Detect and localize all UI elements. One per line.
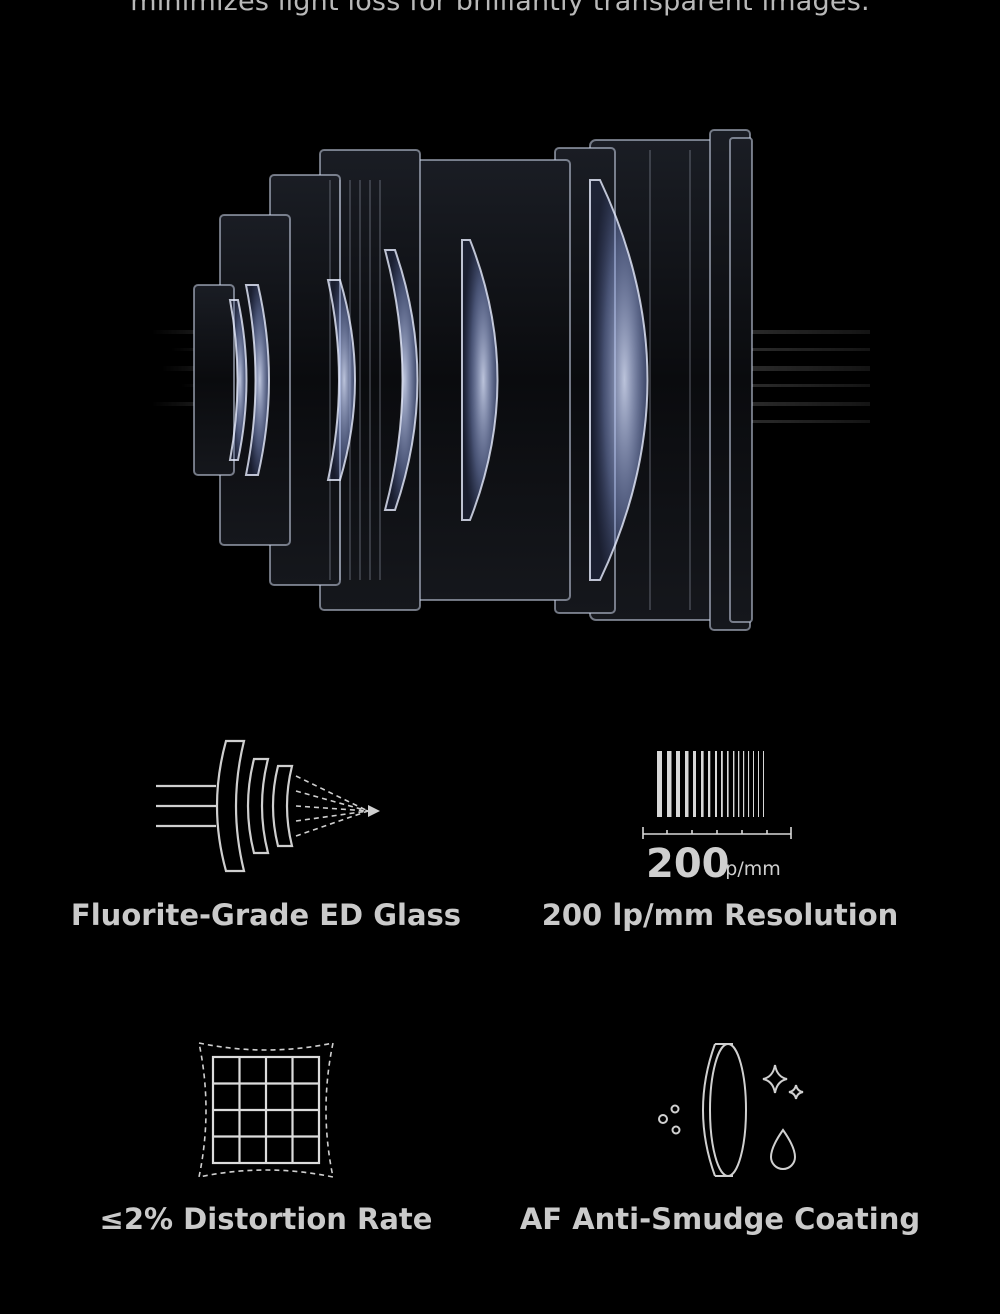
- resolution-unit: lp/mm: [720, 858, 781, 880]
- distortion-grid-icon: [46, 1030, 486, 1190]
- feature-label: AF Anti-Smudge Coating: [519, 1202, 921, 1236]
- glass-elements: [228, 179, 649, 581]
- feature-resolution: 200 lp/mm 200 lp/mm Resolution: [500, 726, 940, 932]
- feature-distortion: ≤2% Distortion Rate: [46, 1030, 486, 1236]
- feature-label: Fluorite-Grade ED Glass: [70, 898, 462, 932]
- feature-label: 200 lp/mm Resolution: [541, 898, 899, 932]
- resolution-chart-icon: 200 lp/mm: [500, 726, 940, 886]
- resolution-value: 200: [646, 841, 730, 881]
- coated-lens-icon: [500, 1030, 940, 1190]
- lens-cross-section-image: [150, 120, 870, 640]
- feature-ed-glass: Fluorite-Grade ED Glass: [46, 726, 486, 932]
- lens-elements-icon: [46, 726, 486, 886]
- feature-anti-smudge: AF Anti-Smudge Coating: [500, 1030, 940, 1236]
- intro-text: minimizes light loss for brilliantly tra…: [130, 0, 870, 17]
- feature-label: ≤2% Distortion Rate: [99, 1202, 433, 1236]
